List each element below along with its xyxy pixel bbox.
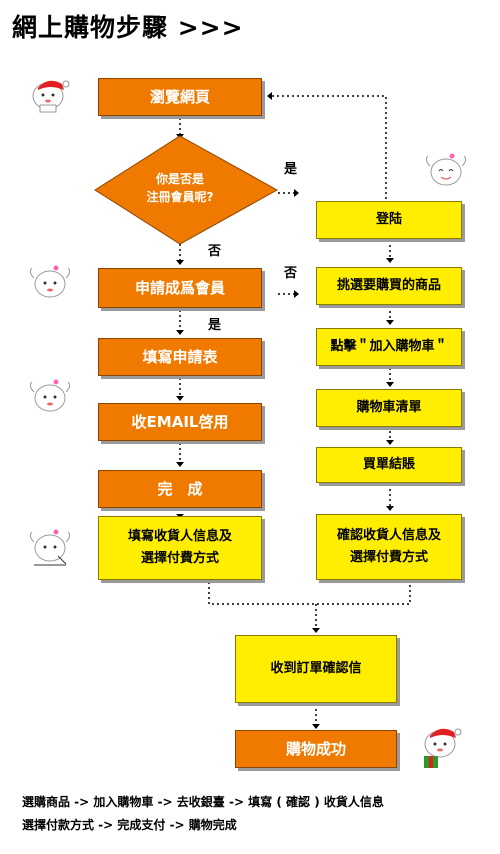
node-browse: 瀏覽網頁 <box>98 78 262 116</box>
label-no-down: 否 <box>208 244 222 259</box>
node-add-cart: 點擊＂加入購物車＂ <box>316 328 462 366</box>
node-pick: 挑選要購買的商品 <box>316 267 462 305</box>
node-confirm: 確認收貨人信息及 選擇付費方式 <box>316 514 462 580</box>
node-checkout: 買單結賬 <box>316 447 462 483</box>
mascot-writing-icon <box>29 529 71 566</box>
mascot-icon <box>29 265 71 298</box>
mascot-gift-icon <box>424 728 462 768</box>
node-done: 完 成 <box>98 470 262 508</box>
node-recipient: 填寫收貨人信息及 選擇付費方式 <box>98 516 262 580</box>
label-yes-down: 是 <box>208 318 222 333</box>
footer-line1: 選購商品 -> 加入購物車 -> 去收銀臺 -> 填寫 ( 確認 ) 收貨人信息 <box>22 795 384 809</box>
decision-line2: 注冊會員呢? <box>146 190 214 204</box>
node-apply: 申請成爲會員 <box>98 268 262 308</box>
decision-diamond <box>94 135 279 245</box>
node-fill-form: 填寫申請表 <box>98 338 262 376</box>
node-login: 登陆 <box>316 201 462 239</box>
label-no-right: 否 <box>284 266 298 281</box>
page-title: 網上購物步驟 >>> <box>12 13 244 42</box>
confirm-line2: 選擇付費方式 <box>349 550 428 565</box>
recipient-line2: 選擇付費方式 <box>140 551 219 566</box>
node-activate: 收EMAIL啓用 <box>98 403 262 441</box>
mascot-santa-icon <box>32 80 70 113</box>
footer-line2: 選擇付款方式 -> 完成支付 -> 購物完成 <box>22 818 237 832</box>
label-yes-right: 是 <box>284 162 298 177</box>
recipient-line1: 填寫收貨人信息及 <box>127 529 232 544</box>
mascot-happy-icon <box>425 153 467 186</box>
node-email: 收到訂單確認信 <box>235 635 397 703</box>
node-cart-list: 購物車清單 <box>316 389 462 427</box>
confirm-line1: 確認收貨人信息及 <box>336 528 441 543</box>
node-success: 購物成功 <box>235 730 397 768</box>
mascot-icon <box>29 379 71 412</box>
decision-line1: 你是否是 <box>155 172 204 186</box>
decision-text: 你是否是 注冊會員呢? <box>118 170 242 206</box>
